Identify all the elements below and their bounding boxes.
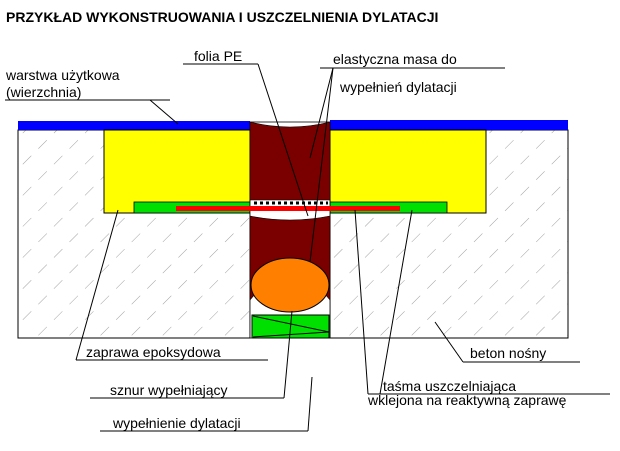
label-pe-foil: folia PE xyxy=(194,48,242,64)
label-backer-rod: sznur wypełniający xyxy=(110,382,228,398)
label-elastic-mass-1: elastyczna masa do xyxy=(333,51,457,67)
wear-layer-left xyxy=(18,121,250,130)
label-sealing-tape-2: wklejona na reaktywną zaprawę xyxy=(367,392,567,408)
label-wear-layer-2: (wierzchnia) xyxy=(6,84,81,100)
label-concrete: beton nośny xyxy=(470,345,546,361)
epoxy-mortar-right xyxy=(329,129,487,214)
label-elastic-mass-2: wypełnień dylatacji xyxy=(339,79,457,95)
label-sealing-tape-1: taśma uszczelniająca xyxy=(383,378,516,394)
label-joint-filler: wypełnienie dylatacji xyxy=(112,415,241,431)
wear-layer-right xyxy=(330,120,568,130)
diagram-title: PRZYKŁAD WYKONSTRUOWANIA I USZCZELNIENIA… xyxy=(6,9,438,25)
label-epoxy-mortar: zaprawa epoksydowa xyxy=(86,344,221,360)
backer-rod xyxy=(250,257,330,313)
epoxy-mortar-left xyxy=(103,129,251,214)
label-wear-layer-1: warstwa użytkowa xyxy=(5,67,120,83)
sealing-tape xyxy=(176,206,400,211)
leader-lines xyxy=(5,63,610,432)
